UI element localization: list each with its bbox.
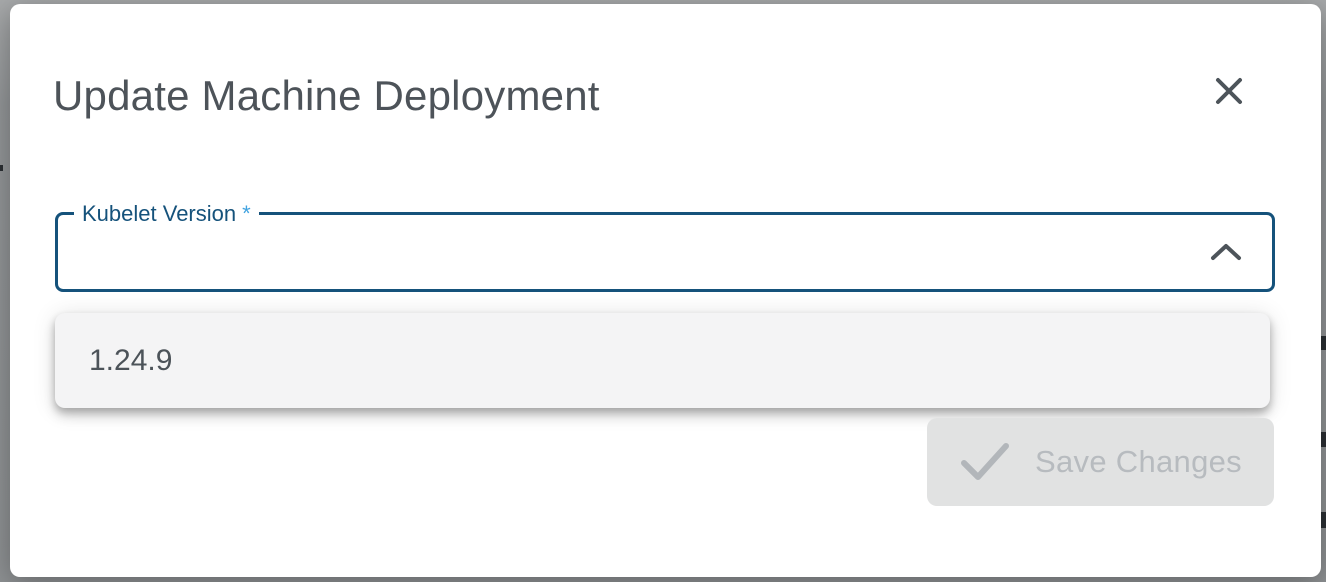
required-asterisk: *	[242, 201, 251, 226]
backdrop-artifact	[1320, 512, 1326, 528]
chevron-up-icon	[1210, 243, 1242, 261]
backdrop-artifact	[1320, 432, 1326, 447]
backdrop-artifact	[1320, 336, 1326, 350]
kubelet-version-select[interactable]: Kubelet Version*	[55, 201, 1275, 292]
backdrop-artifact	[0, 165, 3, 171]
close-icon	[1214, 76, 1244, 106]
kubelet-version-dropdown-panel: 1.24.9	[55, 313, 1270, 408]
close-button[interactable]	[1206, 68, 1252, 114]
dropdown-option[interactable]: 1.24.9	[55, 313, 1270, 408]
check-icon	[959, 441, 1011, 483]
dropdown-option-label: 1.24.9	[89, 343, 173, 377]
save-changes-label: Save Changes	[1035, 444, 1242, 479]
kubelet-version-label: Kubelet Version*	[74, 201, 259, 227]
save-changes-button[interactable]: Save Changes	[927, 418, 1274, 506]
kubelet-version-label-text: Kubelet Version	[82, 201, 237, 226]
dialog-title: Update Machine Deployment	[53, 72, 600, 119]
update-machine-deployment-dialog: Update Machine Deployment Kubelet Versio…	[10, 4, 1321, 577]
